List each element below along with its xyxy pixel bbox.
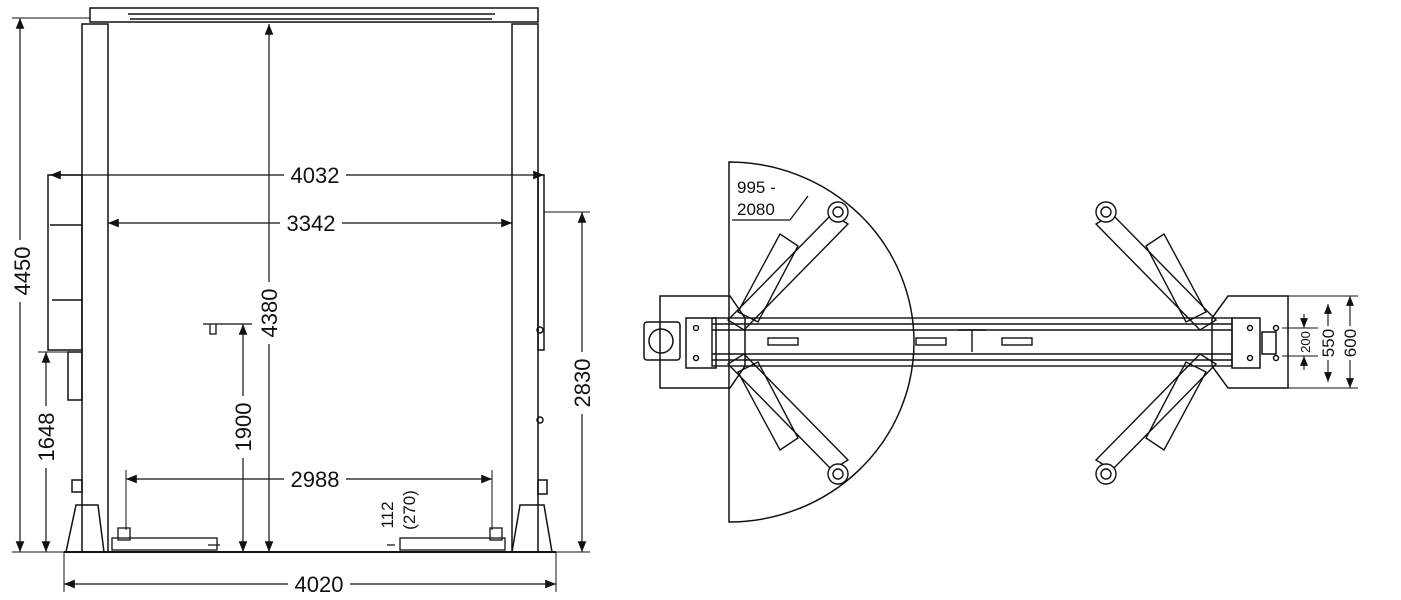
dim-label-4380: 4380 xyxy=(257,289,282,338)
dim-label-200: 200 xyxy=(1298,331,1313,353)
dim-label-1648: 1648 xyxy=(34,413,59,462)
dim-label-1900: 1900 xyxy=(231,403,256,452)
dim-label-4020: 4020 xyxy=(295,572,344,597)
dim-pad-height: 1900 xyxy=(228,324,258,552)
dim-label-2988: 2988 xyxy=(291,467,340,492)
dim-width-outer: 4032 xyxy=(50,162,544,188)
dim-label-550: 550 xyxy=(1319,329,1338,357)
dim-label-600: 600 xyxy=(1341,329,1360,357)
top-crossbeam-plan xyxy=(711,317,1233,367)
top-crossbeam xyxy=(89,7,539,23)
dim-overall-height: 4450 xyxy=(4,17,90,553)
right-column xyxy=(511,23,553,553)
dim-base-width: 4020 xyxy=(63,552,557,598)
front-view: 4450 4032 3342 4380 1900 xyxy=(4,7,597,598)
arm-left-upper xyxy=(726,201,850,331)
dim-max-height: 4380 xyxy=(254,23,284,552)
arm-reach-line2: 2080 xyxy=(737,200,775,219)
left-column xyxy=(47,23,109,553)
top-view: 995 - 2080 xyxy=(643,161,1360,523)
right-base-plate xyxy=(1211,295,1289,389)
arm-swing-sector xyxy=(728,161,915,523)
dim-offsets: 200 550 600 xyxy=(1282,295,1360,389)
lifting-arms xyxy=(111,527,506,551)
arm-right-upper xyxy=(1094,201,1218,331)
dim-power-unit-height: 1648 xyxy=(31,351,68,552)
dim-label-112: 112 xyxy=(378,501,397,528)
dim-label-4450: 4450 xyxy=(10,247,35,296)
dim-label-2830: 2830 xyxy=(570,359,595,408)
arm-reach-line1: 995 - xyxy=(737,178,776,197)
dim-label-4032: 4032 xyxy=(291,163,340,188)
pad-marker xyxy=(203,323,252,335)
arm-left-lower xyxy=(726,353,850,485)
arm-right-lower xyxy=(1094,353,1218,485)
dim-width-floor: 2988 xyxy=(125,466,493,530)
dim-label-3342: 3342 xyxy=(287,211,336,236)
dim-label-270: (270) xyxy=(400,490,419,530)
dim-width-columns: 3342 xyxy=(108,210,512,236)
dim-column-height: 2830 xyxy=(544,211,597,553)
left-base-plate xyxy=(643,295,746,389)
